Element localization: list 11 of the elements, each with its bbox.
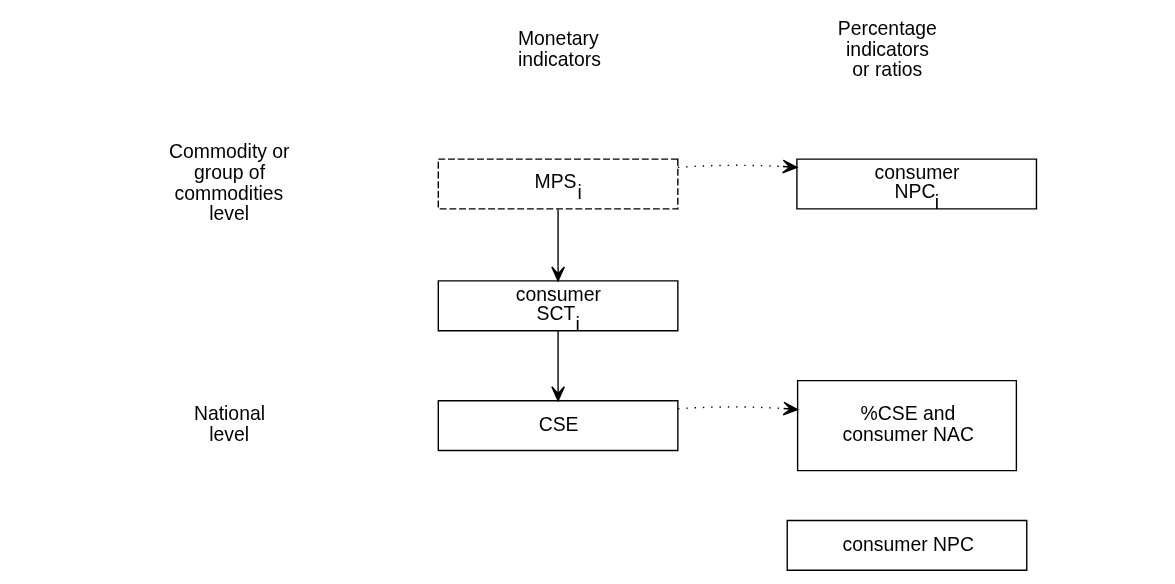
label: Commodity or group of commodities level — [169, 139, 290, 225]
node-box: consumer NPC — [786, 519, 1028, 571]
node-box: CSE — [437, 400, 679, 452]
label: Percentage indicators or ratios — [837, 16, 937, 81]
label: Monetary indicators — [517, 27, 601, 70]
arrow — [677, 401, 799, 416]
arrow — [677, 159, 798, 174]
arrow — [551, 208, 565, 282]
arrow — [551, 330, 565, 402]
label: National level — [193, 402, 266, 446]
node-box: %CSE and consumer NAC — [796, 379, 1018, 472]
